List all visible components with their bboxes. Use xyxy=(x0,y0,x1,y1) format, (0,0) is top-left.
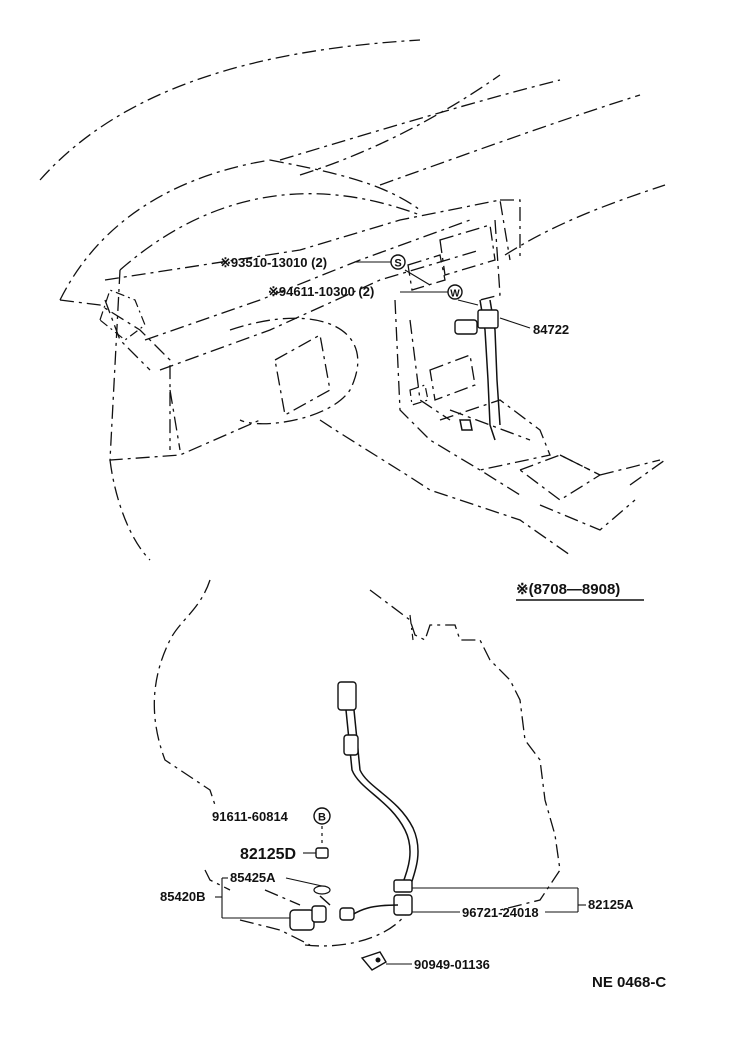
lower-leaders xyxy=(215,826,586,965)
label-85420b: 85420B xyxy=(160,889,206,904)
applicability-note: ※(8708—8908) xyxy=(516,581,620,598)
dashboard-outline xyxy=(39,39,666,561)
svg-text:S: S xyxy=(394,258,401,270)
w-marker-icon: W xyxy=(447,284,463,300)
clip-part xyxy=(360,951,387,971)
label-82125a: 82125A xyxy=(588,897,634,912)
label-93510-13010: ※93510-13010 (2) xyxy=(220,255,327,270)
label-84722: 84722 xyxy=(533,322,569,337)
speedometer-cable xyxy=(337,681,419,921)
transmission-outline xyxy=(153,579,561,947)
svg-text:W: W xyxy=(450,289,460,300)
label-82125d: 82125D xyxy=(240,846,296,863)
label-96721-24018: 96721-24018 xyxy=(462,905,539,920)
plug-82125d xyxy=(315,847,329,859)
b-marker-icon: B xyxy=(313,807,331,825)
svg-text:B: B xyxy=(318,812,326,824)
label-90949-01136: 90949-01136 xyxy=(414,957,490,972)
speed-sensor xyxy=(289,885,331,931)
shift-lever-switch xyxy=(454,299,501,441)
figure-code: NE 0468-C xyxy=(592,974,666,991)
label-94611-10300: ※94611-10300 (2) xyxy=(268,284,374,299)
label-91611-60814: 91611-60814 xyxy=(212,809,289,824)
label-85425a: 85425A xyxy=(230,870,276,885)
s-marker-icon: S xyxy=(390,254,406,270)
upper-leaders xyxy=(354,261,531,329)
